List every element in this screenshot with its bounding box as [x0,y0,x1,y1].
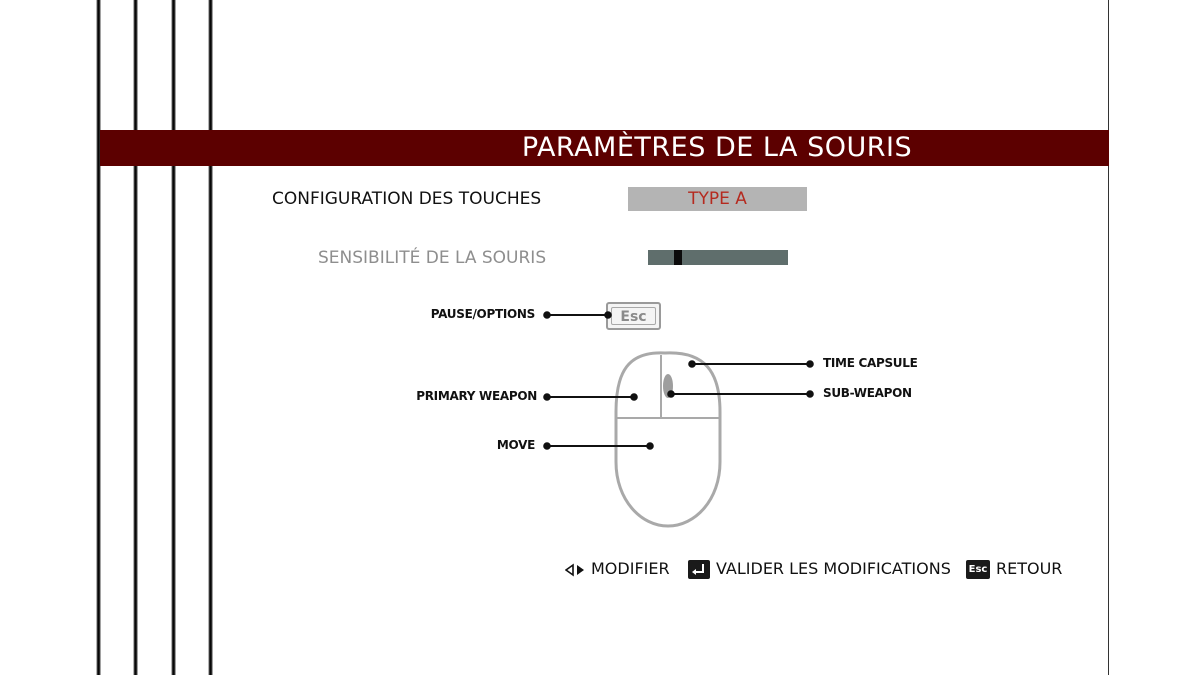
move-label: MOVE [496,438,535,452]
decor-line-4 [208,0,213,675]
page-title: PARAMÈTRES DE LA SOURIS [521,132,913,163]
mouse-graphic [614,351,722,528]
primary-weapon-label: PRIMARY WEAPON [416,389,537,403]
sub-weapon-label: SUB-WEAPON [823,386,912,400]
legend-back-label: RETOUR [996,559,1063,578]
esc-key-graphic: Esc [606,302,661,330]
esc-key-label: Esc [611,307,656,325]
decor-line-3 [171,0,176,675]
legend-back[interactable]: Esc RETOUR [966,558,1062,580]
leader-lines [543,311,814,450]
enter-key-icon [688,560,710,579]
key-config-selector[interactable]: TYPE A [628,187,807,211]
sensitivity-slider-handle[interactable] [674,250,682,265]
legend-validate[interactable]: VALIDER LES MODIFICATIONS [688,558,951,580]
pause-options-label: PAUSE/OPTIONS [430,307,536,321]
decor-line-2 [133,0,138,675]
scroll-wheel [663,374,673,398]
legend-modify-label: MODIFIER [591,559,670,578]
legend-modify[interactable]: MODIFIER [565,558,670,580]
key-config-label[interactable]: CONFIGURATION DES TOUCHES [272,189,542,209]
legend-validate-label: VALIDER LES MODIFICATIONS [716,559,951,578]
title-bar: PARAMÈTRES DE LA SOURIS [100,130,1109,166]
sensitivity-label[interactable]: SENSIBILITÉ DE LA SOURIS [318,248,547,268]
decor-line-1 [96,0,101,675]
left-right-arrows-icon [565,562,584,577]
time-capsule-label: TIME CAPSULE [823,356,918,370]
right-border-line [1108,0,1109,675]
esc-key-icon: Esc [966,560,990,579]
sensitivity-slider[interactable] [648,250,788,265]
